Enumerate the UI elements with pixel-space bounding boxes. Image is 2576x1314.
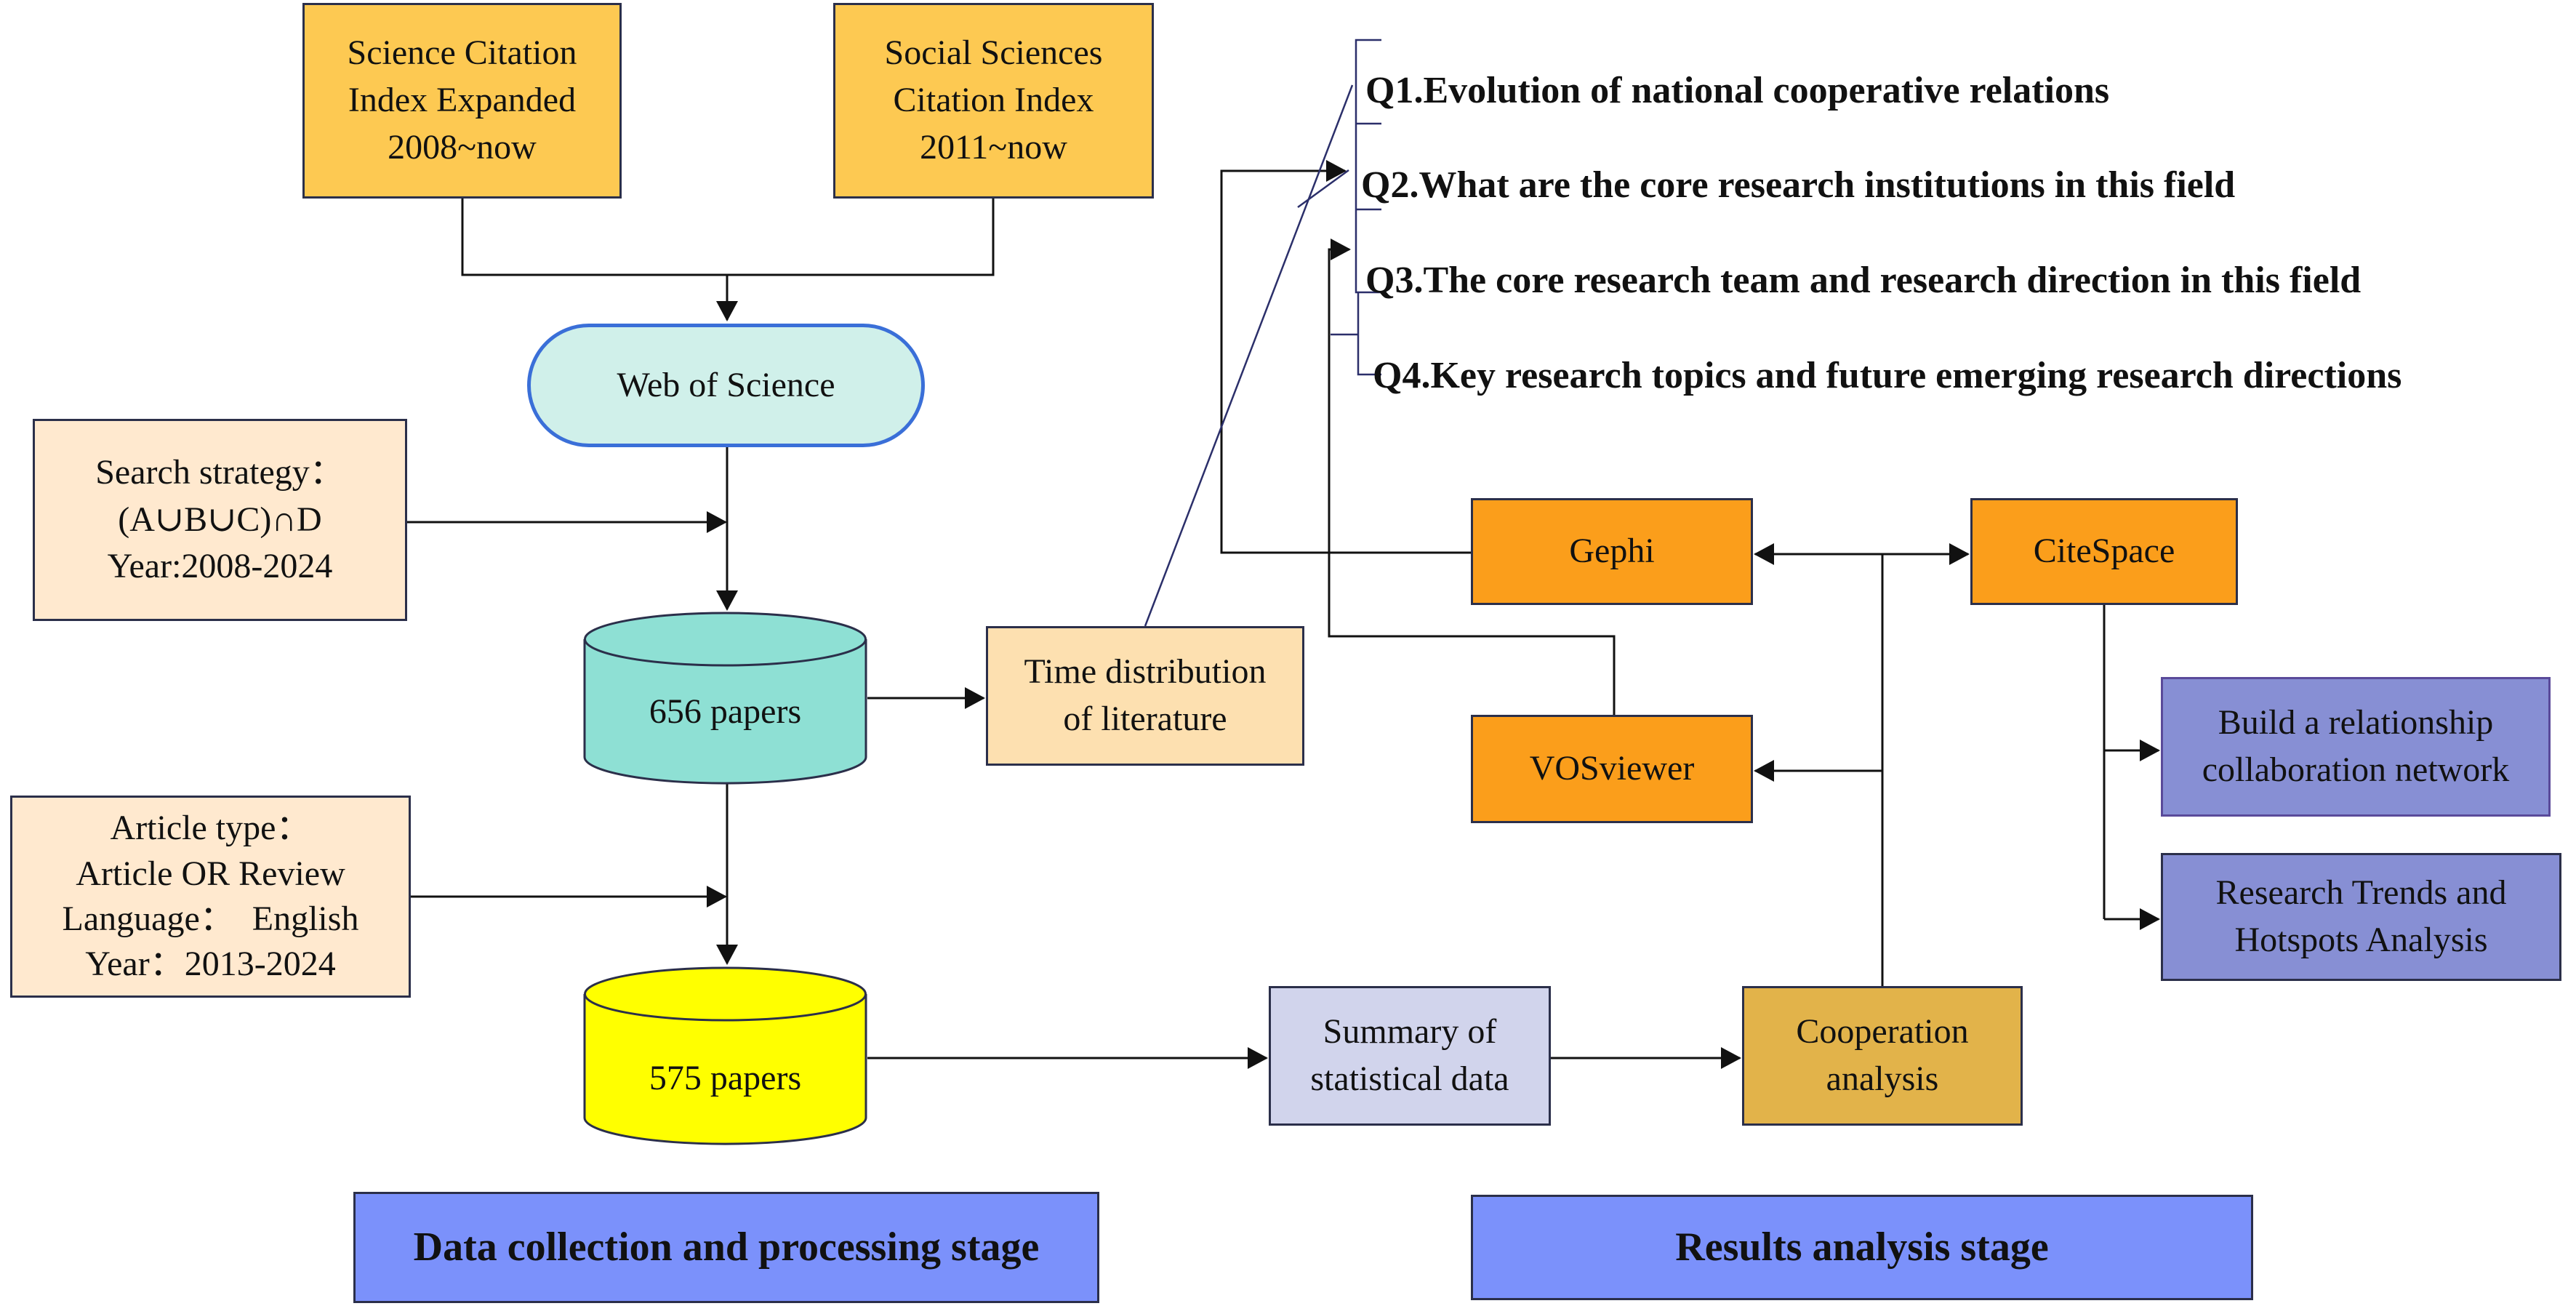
time-to-q1-line xyxy=(1144,84,1354,627)
cooperation-box: Cooperation analysis xyxy=(1742,986,2023,1126)
time-distribution-box: Time distribution of literature xyxy=(986,626,1304,766)
ssci-line-2: Citation Index xyxy=(893,81,1094,120)
question-q3: Q3.The core research team and research d… xyxy=(1365,260,2362,301)
time-to-q2-line xyxy=(1297,169,1349,209)
citespace-box: CiteSpace xyxy=(1970,498,2238,605)
ssci-line-3: 2011~now xyxy=(920,127,1067,167)
database-575-cylinder: 575 papers xyxy=(583,965,867,1147)
cylinder-656-shape xyxy=(583,612,867,785)
cooperation-line-2: analysis xyxy=(1826,1059,1939,1098)
search-strategy-line-3: Year:2008-2024 xyxy=(107,547,333,586)
web-of-science-node: Web of Science xyxy=(527,324,925,447)
cylinder-575-shape xyxy=(583,966,867,1145)
vosviewer-label: VOSviewer xyxy=(1529,749,1695,788)
summary-box: Summary of statistical data xyxy=(1269,986,1551,1126)
network-line-2: collaboration network xyxy=(2202,750,2510,789)
sci-line-1: Science Citation xyxy=(347,33,577,73)
database-656-cylinder: 656 papers xyxy=(583,612,867,786)
network-box: Build a relationship collaboration netwo… xyxy=(2161,677,2551,817)
vosviewer-to-q3-arrow xyxy=(1328,239,1616,715)
search-strategy-box: Search strategy： (A∪B∪C)∩D Year:2008-202… xyxy=(33,419,407,621)
search-strategy-line-2: (A∪B∪C)∩D xyxy=(118,500,322,539)
time-distribution-line-2: of literature xyxy=(1063,700,1227,738)
stage-results-analysis: Results analysis stage xyxy=(1471,1195,2253,1300)
sci-expanded-box: Science Citation Index Expanded 2008~now xyxy=(302,3,622,199)
question-q2: Q2.What are the core research institutio… xyxy=(1361,164,2236,206)
network-line-1: Build a relationship xyxy=(2218,703,2494,742)
sci-line-2: Index Expanded xyxy=(348,81,577,120)
ssci-box: Social Sciences Citation Index 2011~now xyxy=(833,3,1154,199)
vosviewer-box: VOSviewer xyxy=(1471,715,1753,823)
summary-line-2: statistical data xyxy=(1310,1059,1509,1098)
cooperation-line-1: Cooperation xyxy=(1796,1012,1969,1051)
stage-results-analysis-label: Results analysis stage xyxy=(1675,1224,2049,1270)
stage-data-collection-label: Data collection and processing stage xyxy=(413,1224,1040,1270)
filter-line-2: Article OR Review xyxy=(76,854,345,893)
filter-line-4: Year：2013-2024 xyxy=(85,945,336,984)
web-of-science-label: Web of Science xyxy=(617,365,835,404)
sci-connector xyxy=(461,199,995,276)
summary-line-1: Summary of xyxy=(1323,1012,1497,1051)
gephi-label: Gephi xyxy=(1569,532,1655,571)
trends-line-2: Hotspots Analysis xyxy=(2234,921,2488,959)
ssci-line-1: Social Sciences xyxy=(884,33,1103,73)
time-distribution-line-1: Time distribution xyxy=(1024,652,1267,692)
papers-575-label: 575 papers xyxy=(649,1059,802,1097)
search-strategy-line-1: Search strategy： xyxy=(95,452,345,492)
citespace-label: CiteSpace xyxy=(2033,532,2175,571)
gephi-box: Gephi xyxy=(1471,498,1753,605)
question-q1: Q1.Evolution of national cooperative rel… xyxy=(1365,70,2110,111)
papers-656-label: 656 papers xyxy=(649,692,802,731)
sci-line-3: 2008~now xyxy=(388,127,537,167)
filter-line-3: Language： English xyxy=(62,900,359,938)
stage-data-collection: Data collection and processing stage xyxy=(353,1192,1099,1303)
filters-box: Article type： Article OR Review Language… xyxy=(10,796,411,998)
filter-line-1: Article type： xyxy=(110,809,311,848)
trends-line-1: Research Trends and xyxy=(2215,873,2507,913)
trends-box: Research Trends and Hotspots Analysis xyxy=(2161,853,2561,981)
question-q4: Q4.Key research topics and future emergi… xyxy=(1373,355,2402,396)
